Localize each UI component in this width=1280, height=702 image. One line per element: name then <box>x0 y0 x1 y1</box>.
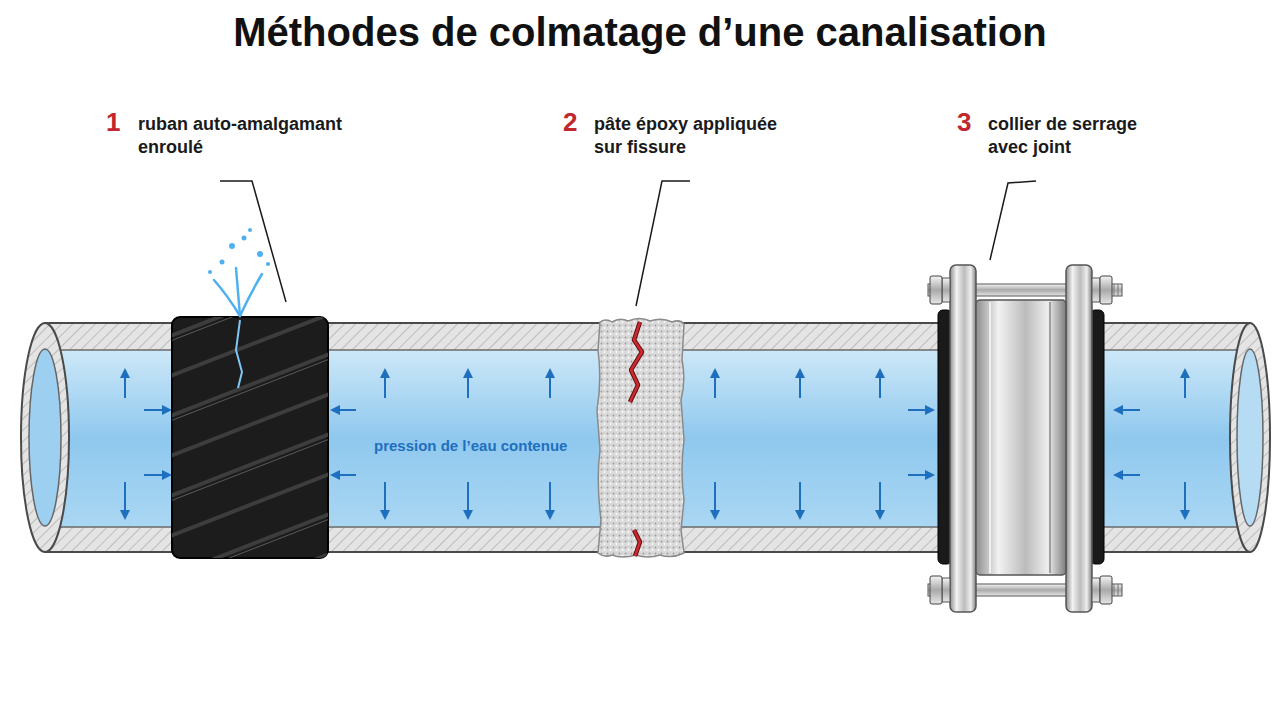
pressure-arrow <box>384 370 386 398</box>
pressure-arrow <box>332 409 356 411</box>
thread <box>1114 584 1115 596</box>
tape-wraps <box>172 317 328 558</box>
water-jet <box>240 274 262 316</box>
water-drop <box>242 236 247 241</box>
water-drop <box>208 270 212 274</box>
callout-number: 2 <box>563 108 577 137</box>
crack <box>630 322 642 402</box>
tape-wrap <box>172 317 328 380</box>
clamp-flange <box>1066 265 1092 612</box>
water-drop <box>266 262 270 266</box>
leader-line <box>990 181 1036 260</box>
pressure-arrow <box>1184 370 1186 398</box>
tape-highlight <box>172 515 328 558</box>
pressure-arrow <box>124 482 126 518</box>
tape-wrap <box>172 510 328 558</box>
pressure-arrow <box>467 370 469 398</box>
epoxy-patch <box>597 319 684 558</box>
pressure-arrow <box>144 409 170 411</box>
diagram-title: Méthodes de colmatage d’une canalisation <box>0 10 1280 54</box>
tape-highlight <box>172 355 328 425</box>
water-drop <box>229 243 235 249</box>
pressure-label: pression de l’eau contenue <box>374 437 567 455</box>
leader-line <box>220 181 286 302</box>
band-shade <box>1049 302 1051 573</box>
band-highlight <box>989 302 991 573</box>
pressure-arrow <box>908 474 933 476</box>
water-drop <box>257 251 263 257</box>
pressure-arrow <box>144 474 170 476</box>
self-amalgamating-tape <box>160 228 340 620</box>
pressure-arrow <box>799 370 801 398</box>
tape-wrap <box>172 430 328 500</box>
washer <box>942 278 950 302</box>
hex-nut <box>930 276 942 304</box>
crack-shadow <box>630 322 642 402</box>
thread <box>1118 584 1119 596</box>
pressure-arrow <box>908 409 933 411</box>
tape-highlight <box>172 435 328 505</box>
epoxy-body <box>597 319 684 558</box>
hex-nut <box>1100 276 1112 304</box>
pipe-end <box>21 323 69 552</box>
pipe-opening <box>1237 349 1263 526</box>
thread <box>1118 284 1119 296</box>
water-drop <box>220 260 225 265</box>
pipe-opening <box>29 349 61 526</box>
tape-wrap <box>172 390 328 460</box>
leader-line <box>636 181 690 306</box>
thread <box>1114 284 1115 296</box>
pressure-arrow <box>799 482 801 518</box>
repair-clamp <box>928 265 1122 612</box>
tape-wrap <box>172 470 328 540</box>
leader-lines <box>220 181 1036 306</box>
bolt-threads <box>1114 284 1118 596</box>
callout-number: 3 <box>957 108 971 137</box>
pressure-arrow <box>549 482 551 518</box>
pressure-arrow <box>879 370 881 398</box>
water-spray <box>214 268 262 316</box>
tape-wrap <box>172 350 328 420</box>
pressure-arrow <box>549 370 551 398</box>
pressure-arrow <box>879 482 881 518</box>
tape-wrap <box>172 550 328 558</box>
callout-text: ruban auto-amalgamant enroulé <box>138 113 353 160</box>
pipe-end <box>1230 323 1270 552</box>
callout-text: collier de serrage avec joint <box>988 113 1158 160</box>
pressure-arrow <box>1115 474 1140 476</box>
callout-text: pâte époxy appliquée sur fissure <box>594 113 794 160</box>
pressure-arrow <box>714 482 716 518</box>
callout-number: 1 <box>106 108 120 137</box>
hex-nut <box>1100 576 1112 604</box>
water-drop <box>248 228 252 232</box>
tape-highlight <box>172 317 328 345</box>
washer <box>1092 578 1100 602</box>
pressure-arrow <box>1184 482 1186 518</box>
pressure-arrow <box>124 370 126 398</box>
crack <box>634 530 640 556</box>
pressure-arrow <box>714 370 716 398</box>
leak-slit <box>236 320 242 388</box>
tape-wrap <box>172 317 328 340</box>
washer <box>942 578 950 602</box>
pressure-arrow <box>384 482 386 518</box>
clamp-band <box>976 300 1066 575</box>
pressure-arrow <box>332 474 356 476</box>
washer <box>1092 278 1100 302</box>
crack-shadow <box>634 530 640 556</box>
water-drops <box>208 228 270 274</box>
hex-nut <box>930 576 942 604</box>
pressure-arrow <box>467 482 469 518</box>
clamp-flange <box>950 265 976 612</box>
water-jet <box>214 280 240 316</box>
pressure-arrow <box>1115 409 1140 411</box>
